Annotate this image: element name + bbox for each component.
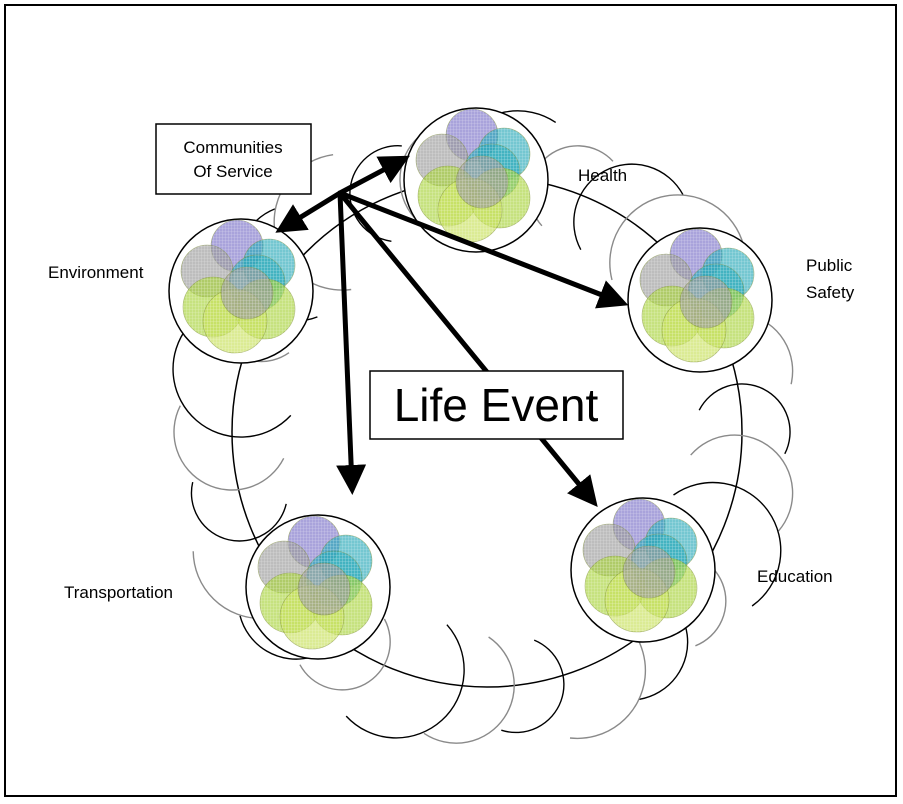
swirl-arc-13 <box>173 405 285 491</box>
arrow-to-education <box>337 190 598 507</box>
cluster-bubble-texture-education-7 <box>623 546 675 598</box>
communities-callout: Communities Of Service <box>155 123 312 195</box>
label-education: Education <box>757 567 833 586</box>
cluster-bubble-texture-transportation-7 <box>298 563 350 615</box>
life-event-label: Life Event <box>394 379 599 431</box>
swirl-arc-14 <box>172 326 292 438</box>
communities-callout-line-2: Of Service <box>193 162 272 181</box>
swirl-arc-0 <box>698 383 791 455</box>
life-event-box: Life Event <box>369 370 624 440</box>
label-public-safety-line-2: Safety <box>806 283 855 302</box>
arrow-to-environment <box>275 190 343 233</box>
swirl-arc-7 <box>423 636 515 744</box>
label-health: Health <box>578 166 627 185</box>
swirl-arc-2 <box>673 481 782 607</box>
cluster-transportation <box>245 514 391 660</box>
cluster-bubble-texture-public-safety-7 <box>680 276 732 328</box>
swirl-arc-1 <box>690 434 794 532</box>
cluster-bubble-texture-environment-7 <box>221 267 273 319</box>
cluster-health <box>403 107 549 253</box>
communities-callout-line-1: Communities <box>183 138 282 157</box>
service-clusters <box>168 107 773 660</box>
swirl-arc-22 <box>573 163 684 251</box>
cluster-public-safety <box>627 227 773 373</box>
label-environment: Environment <box>48 263 144 282</box>
swirl-arc-12 <box>190 481 287 542</box>
cluster-education <box>570 497 716 643</box>
swirl-arc-9 <box>299 618 391 691</box>
cluster-environment <box>168 218 314 364</box>
arrow-to-public-safety <box>337 190 629 309</box>
swirl-arc-6 <box>501 639 565 734</box>
life-event-box-border <box>369 370 624 440</box>
label-transportation: Transportation <box>64 583 173 602</box>
arrow-to-transportation <box>336 190 367 495</box>
arrow-to-health <box>337 155 410 196</box>
cluster-bubble-texture-health-7 <box>456 156 508 208</box>
swirl-arc-18 <box>349 145 402 242</box>
swirl-arc-23 <box>609 194 745 281</box>
arrows <box>275 155 629 507</box>
swirl-arc-8 <box>345 624 465 739</box>
communities-callout-border <box>155 123 312 195</box>
label-public-safety-line-1: Public <box>806 256 853 275</box>
